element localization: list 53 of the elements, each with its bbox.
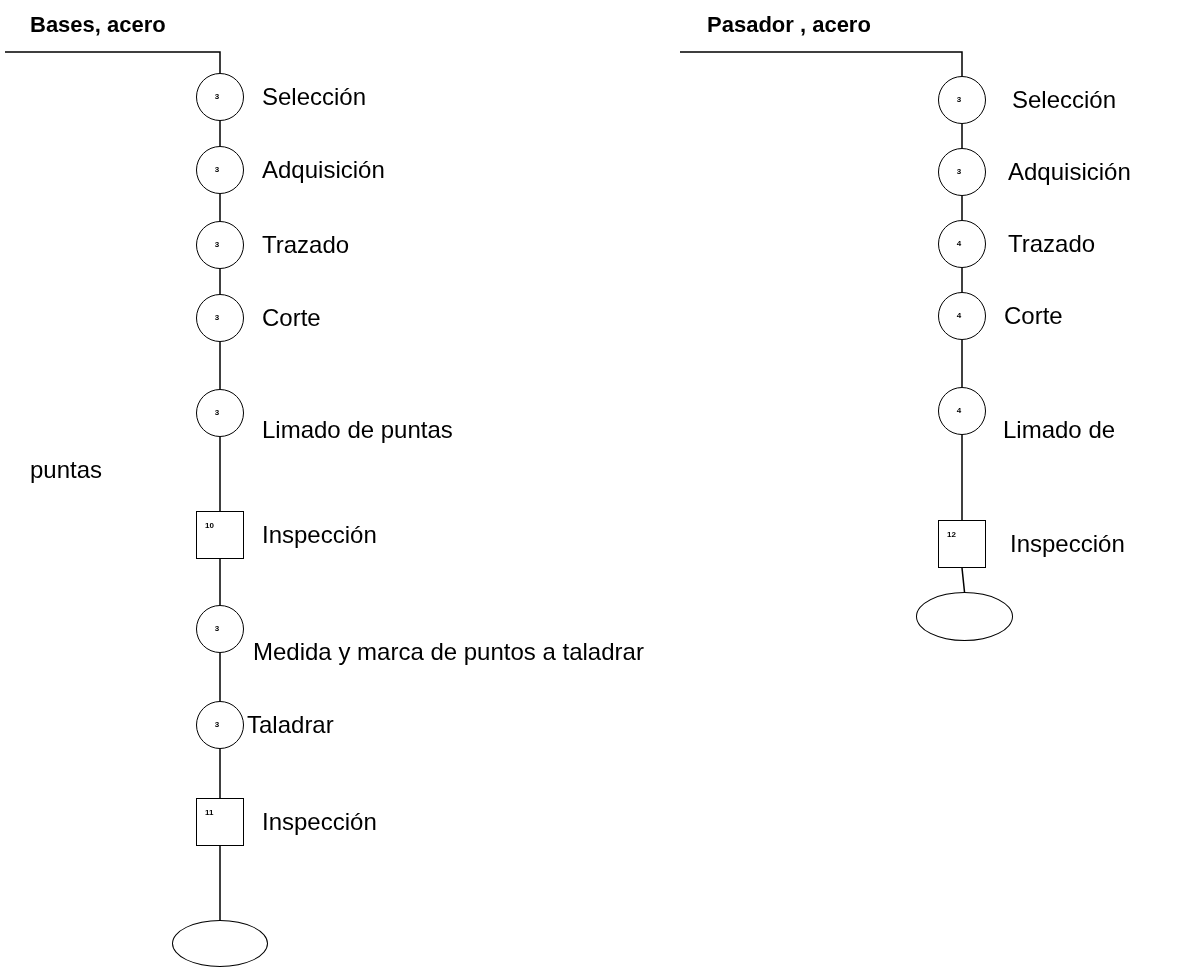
connector-line [961, 267, 963, 293]
step-label: Corte [262, 306, 321, 330]
step-label: Limado de [1003, 418, 1116, 442]
connector-line [4, 51, 221, 74]
step-label: Inspección [262, 810, 377, 834]
connector-line [219, 436, 221, 512]
time-number: 3 [214, 93, 220, 101]
step-label: Inspección [1010, 532, 1125, 556]
time-number: 3 [214, 241, 220, 249]
connector-line [961, 567, 966, 593]
step-label: Adquisición [1008, 160, 1131, 184]
connector-line [219, 652, 221, 702]
connector-line [961, 434, 963, 521]
time-number: 3 [956, 168, 962, 176]
step-label: Selección [262, 85, 367, 109]
connector-line [961, 123, 963, 149]
inspection-square [938, 520, 986, 568]
time-number: 3 [214, 409, 220, 417]
step-label: Inspección [262, 523, 377, 547]
time-number: 3 [214, 625, 220, 633]
time-number: 4 [956, 407, 962, 415]
connector-line [219, 120, 221, 147]
connector-line [961, 195, 963, 221]
step-label: Trazado [1008, 232, 1096, 256]
time-number: 4 [956, 240, 962, 248]
inspection-square [196, 798, 244, 846]
connector-line [219, 341, 221, 390]
connector-line [219, 748, 221, 799]
time-number: 3 [214, 721, 220, 729]
step-label: Corte [1004, 304, 1063, 328]
time-number: 12 [947, 531, 956, 539]
step-label: Limado de puntas [262, 418, 453, 442]
connector-line [679, 51, 963, 77]
time-number: 3 [956, 96, 962, 104]
connector-line [219, 193, 221, 222]
step-label: Medida y marca de puntos a taladrar [253, 640, 644, 664]
time-number: 4 [956, 312, 962, 320]
connector-line [219, 845, 221, 921]
inspection-square [196, 511, 244, 559]
connector-line [961, 339, 963, 388]
time-number: 3 [214, 166, 220, 174]
time-number: 11 [205, 809, 214, 817]
step-label: Selección [1012, 88, 1117, 112]
chart-heading: Pasador , acero [707, 14, 871, 36]
step-label: Taladrar [247, 713, 334, 737]
text-label: puntas [30, 458, 103, 482]
chart-heading: Bases, acero [30, 14, 166, 36]
connector-line [219, 268, 221, 295]
connector-line [219, 558, 221, 606]
time-number: 10 [205, 522, 214, 530]
time-number: 3 [214, 314, 220, 322]
step-label: Trazado [262, 233, 350, 257]
step-label: Adquisición [262, 158, 385, 182]
